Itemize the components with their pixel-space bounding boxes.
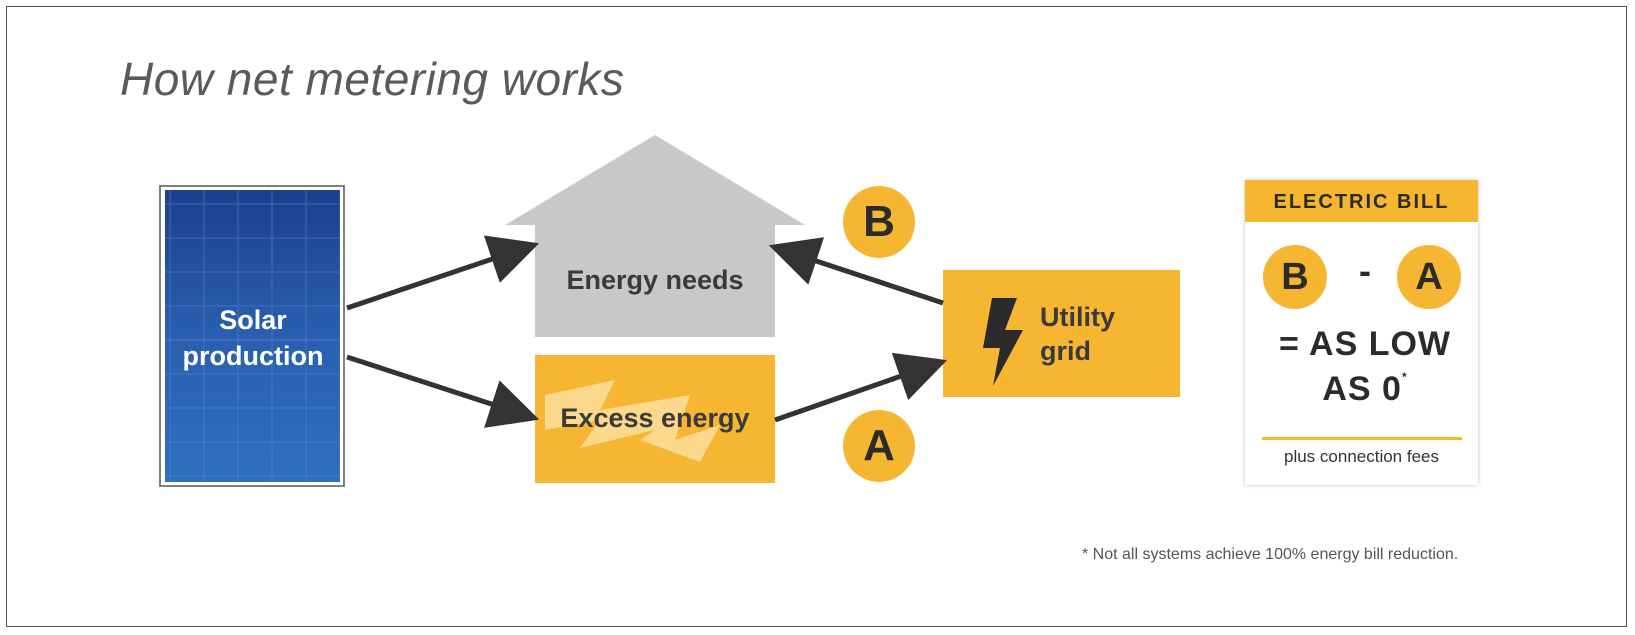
excess-energy-label: Excess energy [560, 403, 750, 433]
footnote: * Not all systems achieve 100% energy bi… [1082, 546, 1459, 563]
energy-needs-label: Energy needs [566, 265, 744, 295]
bill-result-line2: AS 0* [1255, 370, 1475, 409]
excess-energy-box [535, 355, 775, 483]
bill-heading: ELECTRIC BILL [1245, 180, 1478, 222]
diagram-title: How net metering works [120, 53, 625, 105]
electric-bill-card: ELECTRIC BILL B - A [1245, 180, 1478, 485]
arrow-grid-to-needs [768, 237, 944, 306]
marker-b: B [843, 186, 915, 258]
arrow-solar-to-needs [346, 235, 540, 311]
marker-a: A [843, 410, 915, 482]
lightning-bolt-icon [983, 298, 1023, 386]
bill-result-asterisk: * [1401, 370, 1408, 384]
solar-panel [159, 185, 345, 487]
utility-grid-box [943, 270, 1180, 397]
arrow-excess-to-grid [774, 352, 948, 423]
diagram-frame [6, 6, 1627, 627]
bill-result-prefix: AS [1322, 370, 1383, 408]
bill-footer: plus connection fees [1284, 447, 1439, 466]
bill-result-line1: = AS LOW [1278, 325, 1452, 363]
bill-result-value: 0 [1382, 370, 1402, 408]
bill-divider [1262, 437, 1462, 440]
bill-formula-b: B [1263, 245, 1327, 309]
bill-formula-a: A [1397, 245, 1461, 309]
house [505, 135, 805, 337]
arrow-solar-to-excess [346, 354, 540, 428]
bill-formula-minus: - [1359, 250, 1371, 291]
